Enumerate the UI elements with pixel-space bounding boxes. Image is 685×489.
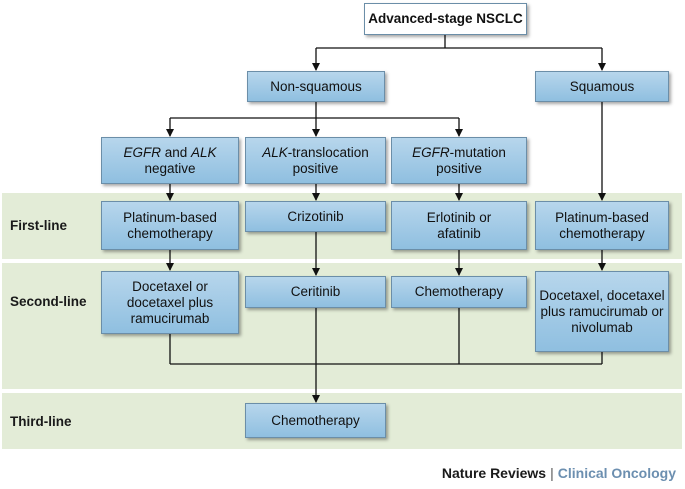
third-line-label-text: Chemotherapy [271,412,360,428]
egfr-alk-negative-box: EGFR and ALK negative [101,137,239,184]
first-line-label: First-line [10,218,68,233]
second-line-alk-label: Ceritinib [290,284,341,299]
third-line-box: Chemotherapy [245,403,386,438]
squamous-box: Squamous [535,71,669,102]
egfr-mutation-label: EGFR-mutation positive [412,144,506,176]
second-line-egfr-label: Chemotherapy [414,284,504,299]
first-line-egfr-label: Erlotinib or afatinib [426,209,492,241]
second-line-label: Second-line [10,294,87,309]
first-line-egfr-box: Erlotinib or afatinib [391,201,527,250]
second-line-squamous-label: Docetaxel, docetaxel plus ramucirumab or… [539,287,665,335]
alk-translocation-box: ALK-translocation positive [245,137,386,184]
non-squamous-box: Non-squamous [247,71,385,102]
second-line-alk-box: Ceritinib [245,276,386,308]
alk-translocation-label: ALK-translocation positive [262,144,369,176]
second-line-negative-label: Docetaxel or docetaxel plus ramucirumab [126,278,214,326]
third-line-label: Third-line [10,414,72,429]
first-line-alk-label: Crizotinib [287,208,344,224]
second-line-squamous-box: Docetaxel, docetaxel plus ramucirumab or… [535,271,669,352]
first-line-negative-label: Platinum-based chemotherapy [123,209,217,241]
first-line-squamous-box: Platinum-based chemotherapy [535,201,669,250]
first-line-negative-box: Platinum-based chemotherapy [101,201,239,250]
egfr-mutation-box: EGFR-mutation positive [391,137,527,184]
non-squamous-label: Non-squamous [270,78,362,94]
first-line-alk-box: Crizotinib [245,201,386,232]
root-box: Advanced-stage NSCLC [364,3,527,35]
publisher-name: Nature Reviews [441,465,547,481]
journal-credit: Nature Reviews|Clinical Oncology [442,465,676,481]
second-line-negative-box: Docetaxel or docetaxel plus ramucirumab [101,271,239,334]
root-label: Advanced-stage NSCLC [368,11,523,26]
credit-separator: | [550,465,554,481]
second-line-egfr-box: Chemotherapy [391,276,527,308]
journal-name: Clinical Oncology [557,465,676,481]
egfr-alk-negative-label: EGFR and ALK negative [123,144,217,176]
squamous-label: Squamous [569,78,635,94]
first-line-squamous-label: Platinum-based chemotherapy [555,209,649,241]
